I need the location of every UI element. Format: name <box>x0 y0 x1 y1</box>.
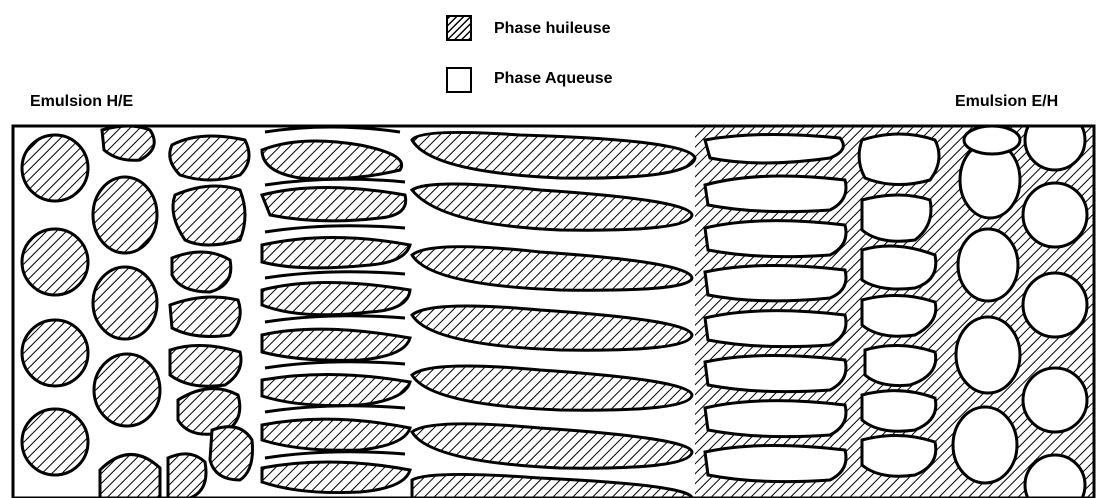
oil-droplets-column-1 <box>22 135 88 475</box>
elongated-oil-lobes-column-5 <box>412 132 695 498</box>
oil-droplets-column-2 <box>93 126 160 498</box>
oil-blobs-column-3 <box>168 136 253 498</box>
